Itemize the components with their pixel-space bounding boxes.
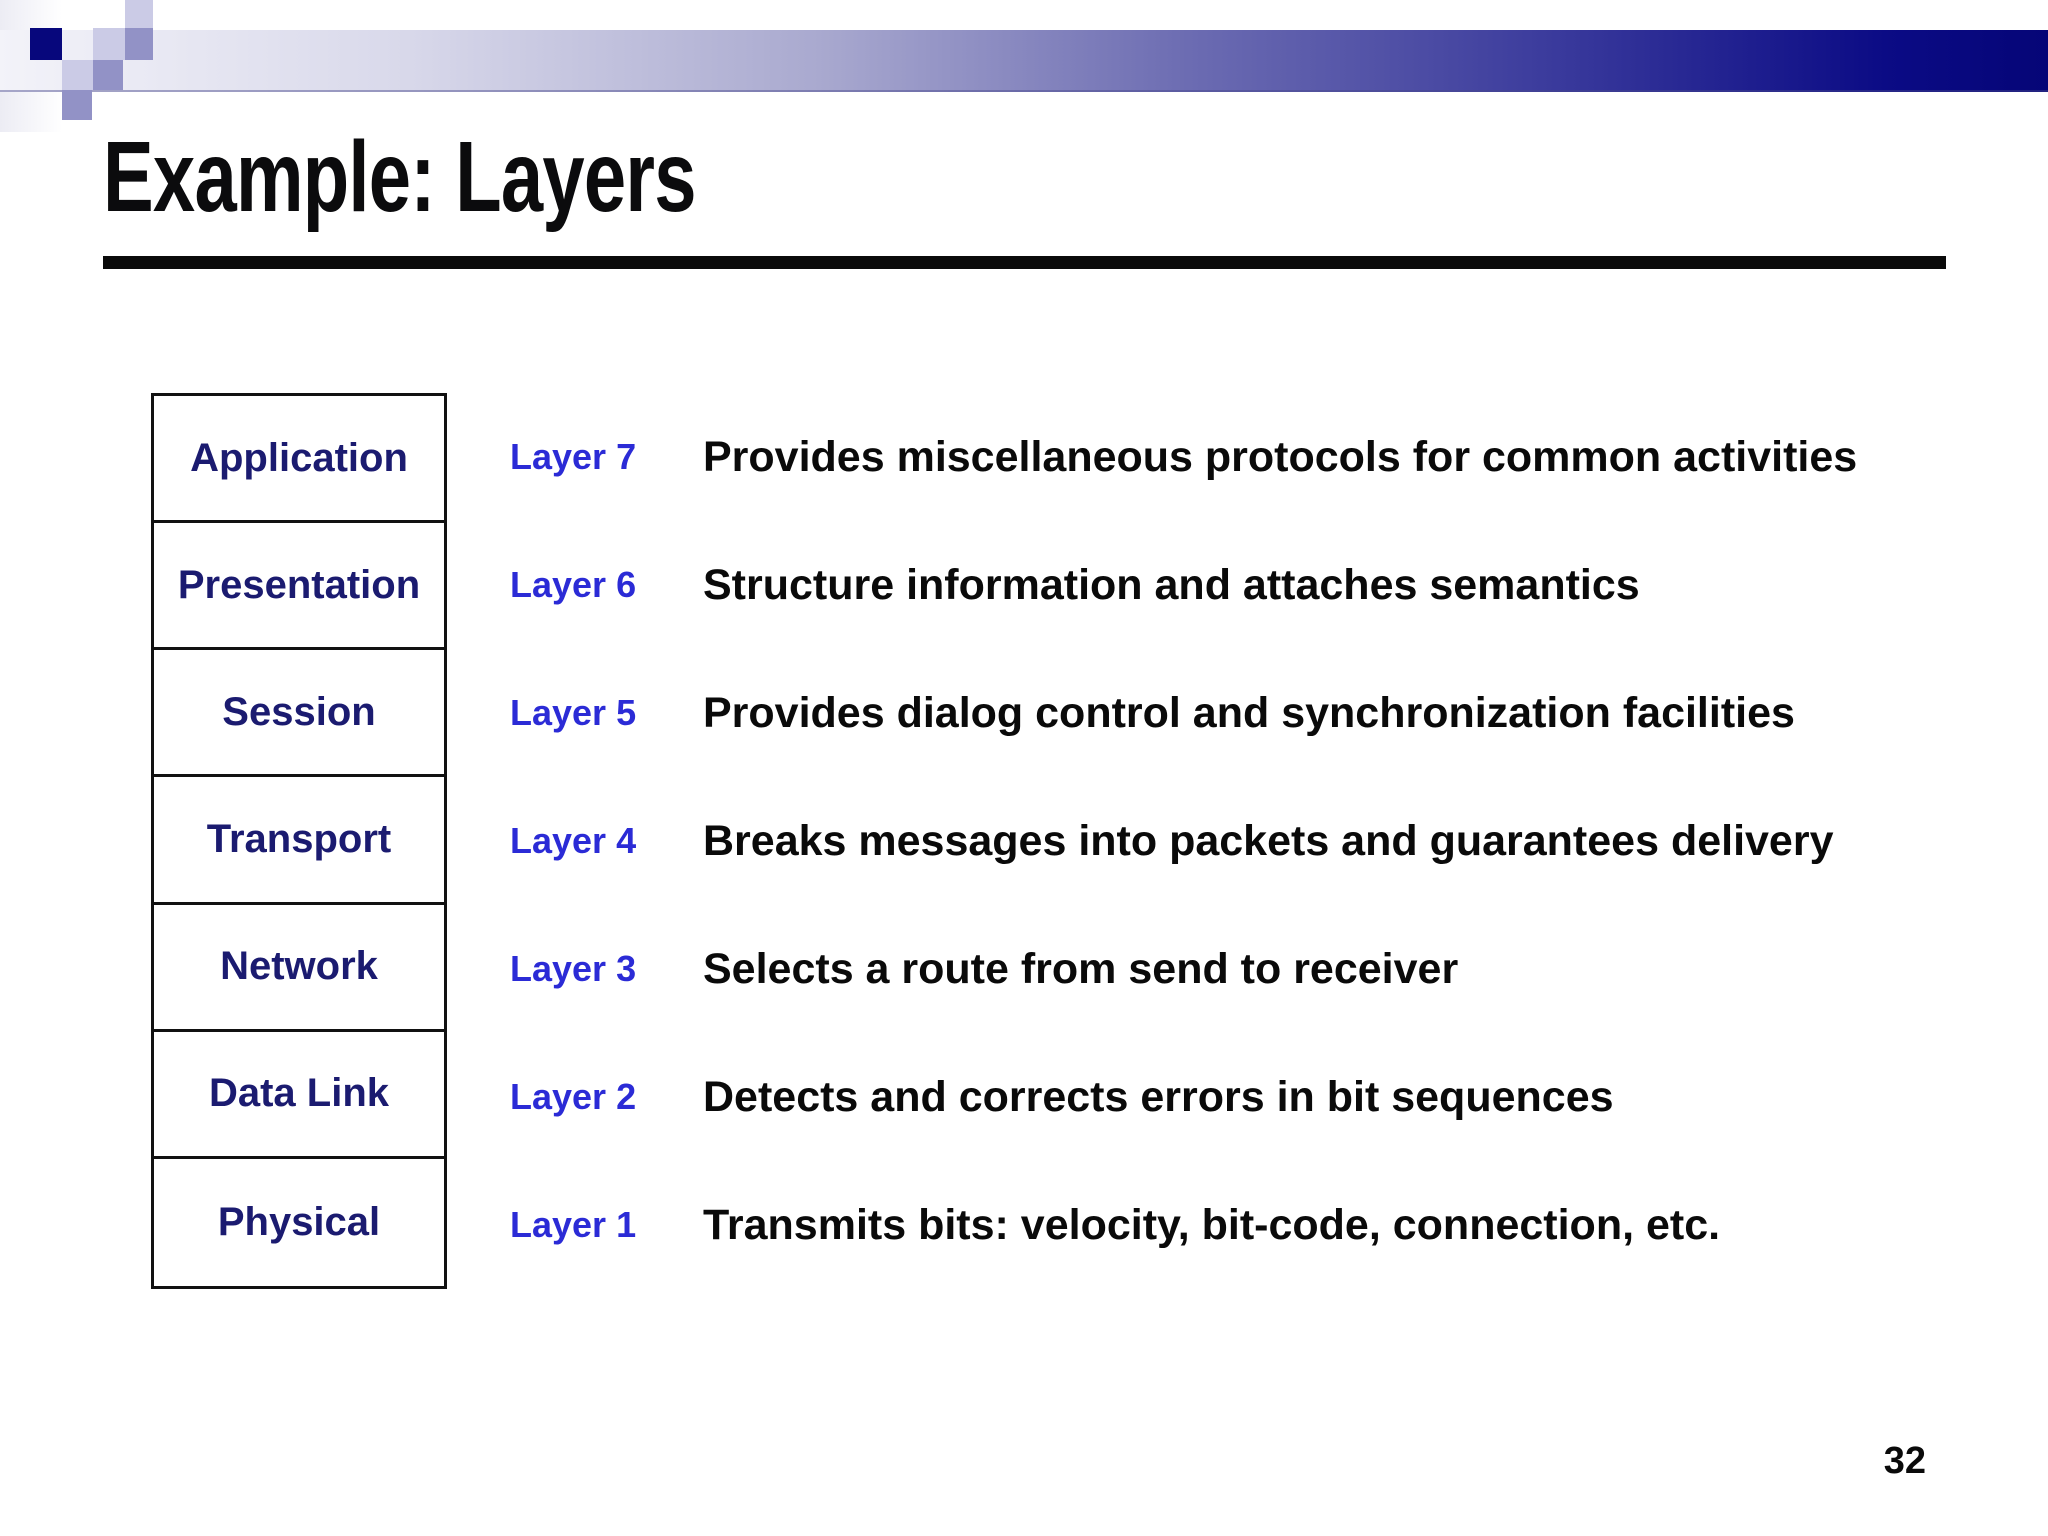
layer-number-3: Layer 3 [510,948,637,989]
decor-square [125,0,153,30]
layer-number-2: Layer 2 [510,1076,637,1117]
layer-description-4: Breaks messages into packets and guarant… [703,816,1834,865]
layer-box-application: Application [154,396,444,524]
title-underline [103,256,1946,269]
decor-square [93,60,123,90]
layer-number-column: Layer 7 Layer 6 Layer 5 Layer 4 Layer 3 … [510,393,680,1289]
slide-title: Example: Layers [103,120,696,233]
layer-description-7: Provides miscellaneous protocols for com… [703,432,1858,481]
layer-description-5: Provides dialog control and synchronizat… [703,688,1795,737]
layer-description-1: Transmits bits: velocity, bit-code, conn… [703,1200,1721,1249]
decor-square [125,28,153,60]
layer-box-presentation: Presentation [154,523,444,651]
layer-box-network: Network [154,905,444,1032]
layer-number-1: Layer 1 [510,1204,637,1245]
osi-layer-stack: Application Presentation Session Transpo… [151,393,447,1289]
decor-square [93,28,125,60]
header-gradient-bar [0,30,2048,92]
layer-number-7: Layer 7 [510,436,637,477]
layer-number-6: Layer 6 [510,564,637,605]
layer-box-transport: Transport [154,777,444,905]
layer-box-physical: Physical [217,1199,381,1244]
layer-number-5: Layer 5 [510,692,637,733]
layer-box-data-link: Data Link [154,1032,444,1159]
layer-description-column: Provides miscellaneous protocols for com… [703,393,2023,1289]
layer-description-2: Detects and corrects errors in bit seque… [703,1072,1614,1121]
layer-description-6: Structure information and attaches seman… [703,560,1640,609]
layer-description-3: Selects a route from send to receiver [703,944,1459,993]
layer-box-session: Session [154,650,444,778]
page-number: 32 [1883,1440,1926,1482]
decor-square [62,90,92,120]
decor-square [62,60,93,90]
decor-square [30,28,62,60]
layer-number-4: Layer 4 [510,820,637,861]
